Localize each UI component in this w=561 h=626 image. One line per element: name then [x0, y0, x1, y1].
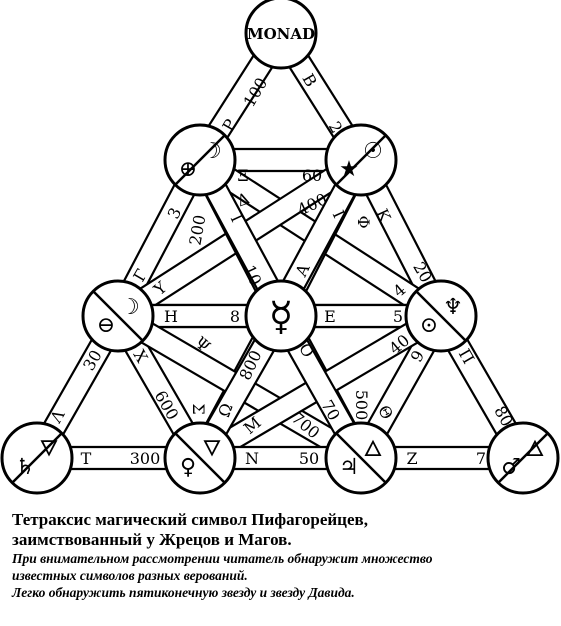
edge-label: 7: [476, 449, 486, 468]
edge-label: Σ: [189, 403, 208, 414]
edge-label: 200: [185, 213, 209, 246]
edge-label: 500: [352, 390, 371, 421]
node-symbol-icon: 🜂: [363, 437, 382, 462]
node-symbol-icon: ⊙: [420, 313, 438, 338]
node-divider: [11, 432, 63, 484]
caption-line-2: известных символов разных верований.: [12, 568, 248, 583]
edge-label: Ζ: [406, 449, 417, 468]
edge-label: Ξ: [237, 166, 248, 185]
nodes: MONAD☿⊕☽★☉⊖☽⊙♆♄🜄♀🜄♃🜂♂🜂: [0, 0, 560, 495]
edge-label: Ν: [245, 449, 259, 468]
node-divider: [335, 432, 387, 484]
edge-label: Φ: [354, 215, 373, 228]
caption-title-line-2: заимствованный у Жрецов и Магов.: [12, 530, 292, 549]
node-divider: [415, 290, 467, 342]
node-divider: [335, 134, 387, 186]
node-symbol-icon: 🜄: [39, 437, 58, 462]
edge-label: Ω: [214, 401, 236, 420]
monad-label: MONAD: [247, 25, 315, 43]
edge-label: 5: [393, 307, 403, 326]
node-symbol-icon: ★: [339, 157, 359, 182]
node-divider: [92, 290, 144, 342]
caption-line-3: Легко обнаружить пятиконечную звезду и з…: [12, 585, 355, 600]
node-symbol-icon: ☽: [120, 295, 140, 320]
node-symbol-icon: ☽: [202, 139, 222, 164]
node-symbol-icon: 🜂: [525, 437, 544, 462]
node-symbol-icon: ⊖: [97, 313, 115, 338]
node-symbol-icon: ♀: [180, 455, 196, 480]
edge-label: 8: [230, 307, 240, 326]
caption: Тетраксис магический символ Пифагорейцев…: [12, 510, 553, 601]
edge-label: 50: [299, 449, 319, 468]
mercury-icon: ☿: [269, 294, 294, 340]
node-symbol-icon: ♃: [339, 455, 359, 480]
edge-label: 300: [130, 449, 161, 468]
monad-node: [244, 0, 318, 70]
bands: [25, 25, 535, 471]
edge-label: 60: [302, 166, 322, 185]
node-symbol-icon: ⊕: [179, 157, 197, 182]
node-divider: [497, 432, 549, 484]
node-divider: [174, 432, 226, 484]
mercury-node: [244, 279, 318, 353]
node-symbol-icon: 🜄: [202, 437, 221, 462]
node-symbol-icon: ♄: [15, 455, 35, 480]
node-symbol-icon: ♂: [501, 455, 521, 480]
node-symbol-icon: ☉: [363, 139, 383, 164]
node-symbol-icon: ♆: [443, 295, 463, 320]
node-divider: [174, 134, 226, 186]
caption-title-line-1: Тетраксис магический символ Пифагорейцев…: [12, 510, 368, 529]
edge-label: Τ: [81, 449, 92, 468]
caption-line-1: При внимательном рассмотрении читатель о…: [12, 551, 433, 566]
edge-label: Η: [164, 307, 178, 326]
edge-label: Ε: [324, 307, 336, 326]
